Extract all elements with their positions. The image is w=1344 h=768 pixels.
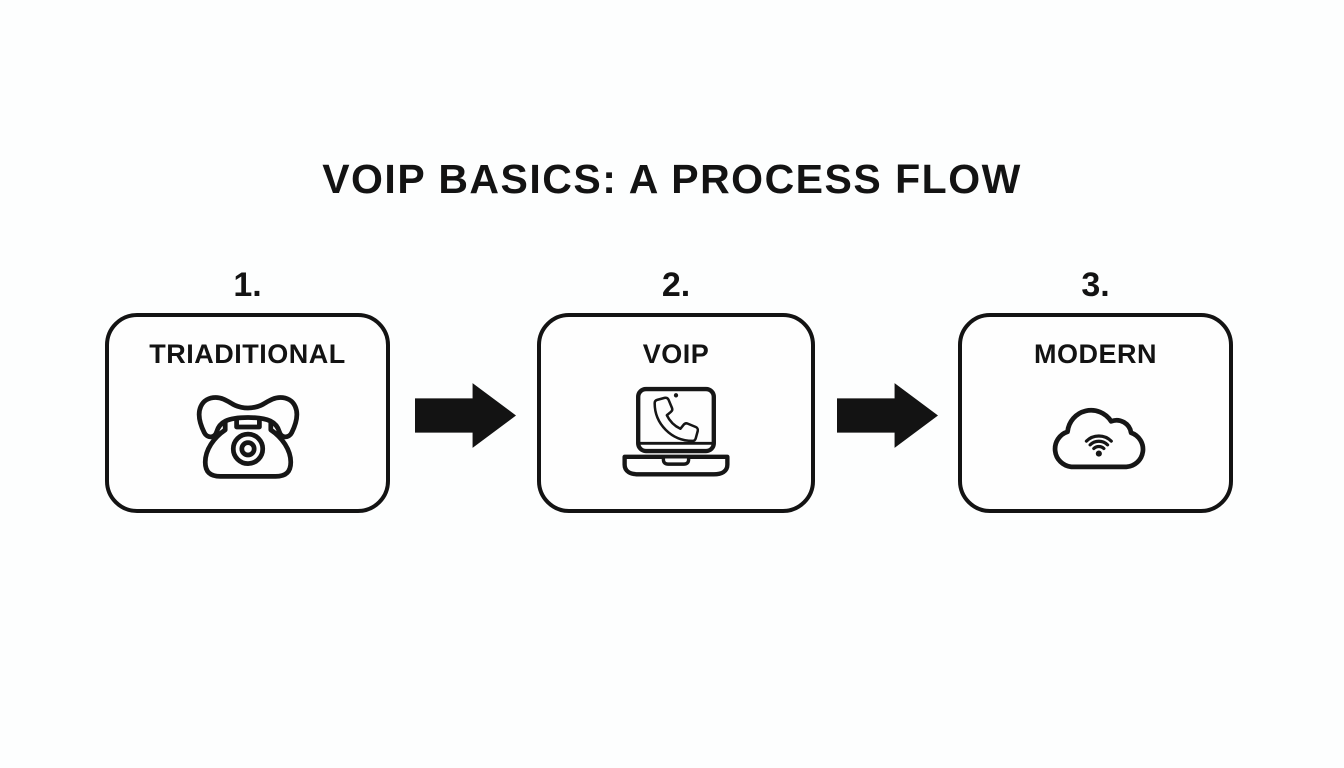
laptop-call-icon bbox=[613, 370, 739, 509]
step-number: 2. bbox=[661, 266, 691, 304]
step-box: VOIP bbox=[537, 313, 815, 513]
arrow-right-icon bbox=[837, 383, 938, 448]
arrow-right-icon bbox=[415, 383, 516, 448]
step-box: TRIADITIONAL bbox=[105, 313, 390, 513]
step-number: 3. bbox=[1081, 266, 1110, 304]
step-box: MODERN bbox=[958, 313, 1233, 513]
step-voip: 2. VOIP bbox=[537, 264, 815, 513]
step-label: TRIADITIONAL bbox=[149, 339, 346, 369]
page-title: VOIP BASICS: A PROCESS FLOW bbox=[322, 156, 1022, 202]
step-modern: 3. MODERN bbox=[958, 264, 1233, 513]
rotary-phone-icon bbox=[191, 370, 305, 509]
step-label: VOIP bbox=[642, 339, 710, 369]
cloud-wifi-icon bbox=[1039, 370, 1153, 509]
step-traditional: 1. TRIADITIONAL bbox=[105, 264, 390, 513]
step-number: 1. bbox=[233, 266, 262, 304]
step-label: MODERN bbox=[1034, 339, 1157, 369]
